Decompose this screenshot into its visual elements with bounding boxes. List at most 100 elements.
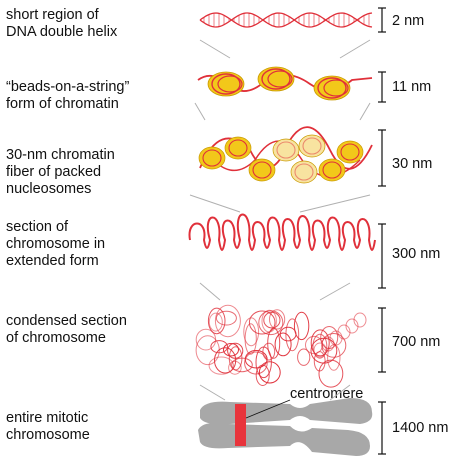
label-line: section of	[6, 219, 69, 235]
condensed-loop	[228, 360, 242, 375]
label-line: fiber of packed	[6, 164, 102, 180]
label-30nm-fiber: 30-nm chromatin fiber of packed nucleoso…	[6, 147, 115, 198]
label-line: chromosome in	[6, 236, 106, 252]
helix-strand	[199, 12, 373, 28]
chromatin-fiber-30nm	[198, 126, 373, 184]
helix-strand	[199, 12, 373, 28]
label-line: chromosome	[6, 427, 90, 443]
connector-line	[359, 102, 371, 121]
connector-line	[199, 39, 231, 59]
condensed-loop	[195, 335, 220, 366]
dna-wrap	[276, 141, 296, 159]
label-line: condensed section	[6, 313, 127, 329]
dna-wrap	[211, 73, 241, 95]
condensed-loop	[243, 317, 260, 347]
condensed-loop	[297, 348, 311, 366]
condensed-loop	[248, 310, 276, 335]
nucleosome-bead	[207, 71, 245, 97]
dna-wrap	[202, 149, 222, 167]
connector-lines	[189, 39, 371, 401]
condensed-loop	[279, 326, 297, 342]
label-line: of chromosome	[6, 330, 106, 346]
centromere-leader	[245, 399, 291, 419]
connector-line	[329, 384, 351, 401]
dna-wrap	[322, 161, 342, 179]
connector-line	[319, 282, 351, 301]
dna-wrap	[302, 137, 322, 155]
dna-wrap	[252, 161, 272, 179]
nucleosome-bead	[257, 66, 295, 92]
label-line: short region of	[6, 7, 99, 23]
label-line: form of chromatin	[6, 96, 119, 112]
size-30nm: 30 nm	[392, 156, 433, 172]
condensed-loop	[210, 340, 228, 354]
connector-line	[299, 194, 371, 213]
condensed-chromosome-section	[195, 304, 367, 388]
label-extended-chromosome: section of chromosome in extended form	[6, 219, 105, 270]
label-line: entire mitotic	[6, 410, 89, 426]
condensed-loop	[208, 356, 235, 375]
condensed-loop	[293, 311, 310, 341]
dna-double-helix	[199, 12, 373, 28]
connector-line	[339, 39, 371, 59]
condensed-loop	[258, 361, 281, 384]
chromatid-lower	[198, 422, 370, 456]
condensed-loop	[285, 318, 300, 352]
condensed-loop	[269, 309, 286, 330]
condensed-loop	[263, 311, 281, 329]
condensed-loop-tail	[353, 312, 367, 328]
condensed-loop-tail	[321, 336, 335, 352]
condensed-loop	[228, 346, 243, 371]
dna-wrap	[267, 70, 293, 88]
mitotic-chromosome	[198, 398, 373, 456]
condensed-loop-tail	[313, 342, 327, 358]
condensed-loop	[223, 343, 239, 357]
condensed-loop	[214, 304, 241, 338]
beads-on-a-string	[197, 66, 373, 101]
connector-line	[199, 384, 226, 401]
condensed-loop	[318, 359, 344, 388]
size-1400nm: 1400 nm	[392, 420, 449, 436]
condensed-loop	[244, 351, 268, 375]
dna-wrap	[340, 143, 360, 161]
condensed-loop-tail	[345, 318, 359, 334]
condensed-loop	[208, 312, 223, 332]
extended-chromosome-loops	[188, 213, 376, 251]
dna-wrap	[217, 75, 243, 93]
condensed-loop	[274, 332, 292, 357]
condensed-loop	[214, 347, 237, 374]
condensed-loop-tail	[337, 324, 351, 340]
condensed-loop	[312, 333, 328, 359]
label-beads-on-string: “beads-on-a-string” form of chromatin	[6, 79, 129, 113]
condensed-loop	[195, 328, 217, 351]
size-brackets	[378, 7, 386, 455]
connector-line	[189, 194, 241, 213]
centromere-label: centromere	[290, 386, 364, 402]
condensed-loop-tail	[329, 330, 343, 346]
condensed-loop	[215, 310, 237, 326]
size-2nm: 2 nm	[392, 13, 425, 29]
label-line: extended form	[6, 253, 99, 269]
size-300nm: 300 nm	[392, 246, 441, 262]
dna-wrap	[261, 68, 291, 90]
label-condensed-section: condensed section of chromosome	[6, 313, 127, 347]
condensed-loop	[262, 342, 276, 361]
label-line: nucleosomes	[6, 181, 92, 197]
label-line: DNA double helix	[6, 24, 118, 40]
size-11nm: 11 nm	[392, 79, 432, 95]
centromere-marker	[235, 404, 246, 446]
condensed-loop	[207, 307, 226, 335]
size-700nm: 700 nm	[392, 334, 441, 350]
chromatin-loop-path	[188, 213, 376, 251]
label-dna-helix: short region of DNA double helix	[6, 7, 117, 41]
dna-wrap	[294, 163, 314, 181]
nucleosome-bead	[313, 75, 351, 101]
condensed-loop	[310, 329, 330, 357]
connector-line	[199, 282, 221, 301]
label-line: “beads-on-a-string”	[6, 79, 130, 95]
label-line: 30-nm chromatin	[6, 147, 115, 163]
label-mitotic-chromosome: entire mitotic chromosome	[6, 410, 90, 444]
connector-line	[194, 102, 206, 121]
dna-wrap	[228, 139, 248, 157]
